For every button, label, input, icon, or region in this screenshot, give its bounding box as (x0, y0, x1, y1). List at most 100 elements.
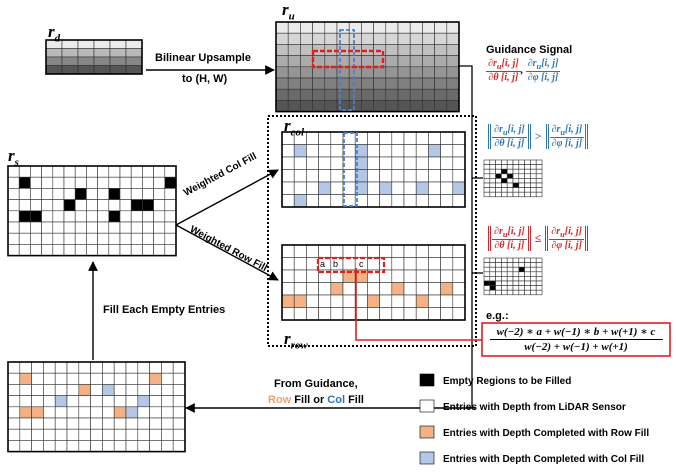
ru-cell (287, 77, 301, 90)
res-cell (90, 428, 103, 441)
rcol-cell (306, 144, 319, 158)
rs-cell (142, 165, 154, 178)
res-cell (19, 406, 32, 419)
rd-cell (45, 48, 63, 58)
rs-cell (41, 188, 54, 200)
legend-swatch-2 (419, 425, 435, 439)
rs-cell (164, 244, 177, 256)
res-cell (172, 361, 186, 374)
g1-cell (506, 178, 514, 184)
g2-cell (489, 257, 496, 263)
rcol-cell (318, 144, 332, 158)
g2-cell (512, 276, 520, 282)
example-denominator: w(−2) + w(−1) + w(+1) (524, 341, 628, 353)
ru-cell (300, 66, 313, 79)
rcol-cell (367, 144, 380, 158)
rs-cell (30, 176, 42, 189)
ru-cell (397, 21, 411, 34)
g2-cell (489, 271, 496, 277)
ru-cell (409, 21, 423, 34)
res-cell (54, 361, 68, 374)
ru-cell (409, 44, 423, 56)
rrow-cell (318, 282, 332, 296)
g2-cell (495, 289, 502, 296)
res-cell (78, 440, 91, 452)
rcol-cell (293, 169, 307, 183)
label-r-s: rs (8, 146, 19, 169)
res-cell (172, 417, 186, 430)
r-row-grid (281, 244, 466, 321)
rs-cell (119, 221, 132, 234)
g1-cell (512, 191, 520, 198)
rcol-cell (391, 194, 405, 208)
res-cell (113, 417, 127, 430)
res-cell (78, 361, 91, 374)
rs-cell (18, 244, 31, 256)
g1-cell (518, 178, 525, 184)
upsample-label: Bilinear Upsample (155, 52, 251, 64)
rrow-cell (452, 282, 466, 296)
ru-cell (361, 32, 374, 45)
rs-cell (86, 221, 98, 234)
rcol-cell (440, 156, 454, 170)
label-r-row: rrow (284, 329, 308, 352)
res-cell (54, 395, 68, 408)
rrow-cell (428, 269, 441, 283)
rcol-cell (415, 144, 429, 158)
g2-cell (501, 285, 508, 291)
g1-cell (530, 187, 537, 193)
ru-cell (434, 44, 448, 56)
g1-cell (518, 182, 525, 188)
g2-cell (535, 266, 543, 273)
rs-cell (74, 176, 87, 189)
ru-cell (373, 77, 387, 90)
rs-cell (97, 165, 110, 178)
res-cell (137, 428, 150, 441)
rcol-cell (428, 169, 441, 183)
g2-cell (535, 280, 543, 286)
rs-cell (164, 232, 177, 245)
g1-cell (495, 164, 502, 170)
ru-cell (348, 55, 362, 68)
ru-cell (434, 32, 448, 45)
ru-cell (287, 21, 301, 34)
rs-cell (164, 199, 177, 212)
ru-cell (348, 32, 362, 45)
rrow-cell (391, 244, 405, 258)
g1-cell (530, 164, 537, 170)
ru-cell (422, 21, 435, 34)
rcol-cell (306, 131, 319, 145)
rd-cell (125, 39, 143, 49)
col-condition: ∂ru[i, j]∂θ [i, j]>∂ru[i, j]∂φ [i, j] (488, 124, 589, 149)
ru-cell (397, 88, 411, 101)
res-cell (43, 384, 56, 396)
rcol-cell (403, 144, 417, 158)
rrow-cell (391, 307, 405, 321)
g1-cell (524, 159, 531, 165)
rrow-cell (415, 257, 429, 271)
res-cell (66, 384, 80, 396)
ru-cell (373, 32, 387, 45)
res-cell (125, 428, 139, 441)
rd-cell (61, 56, 79, 66)
ru-frame (275, 21, 460, 113)
rcol-cell (452, 181, 466, 195)
ru-cell (312, 32, 326, 45)
res-cell (161, 406, 174, 419)
res-cell (43, 440, 56, 452)
ru-cell (385, 66, 399, 79)
g1-cell (483, 178, 491, 184)
ru-cell (300, 100, 313, 112)
rrow-cell (367, 294, 380, 308)
rcol-cell (330, 131, 344, 145)
rs-cell (74, 232, 87, 245)
ru-cell (397, 44, 411, 56)
g1-cell (524, 173, 531, 179)
g1-cell (483, 168, 491, 175)
rs-cell (18, 210, 31, 223)
rcol-cell (318, 181, 332, 195)
res-cell (43, 372, 56, 385)
rs-cell (97, 176, 110, 189)
res-cell (90, 440, 103, 452)
g2-cell (530, 276, 537, 282)
